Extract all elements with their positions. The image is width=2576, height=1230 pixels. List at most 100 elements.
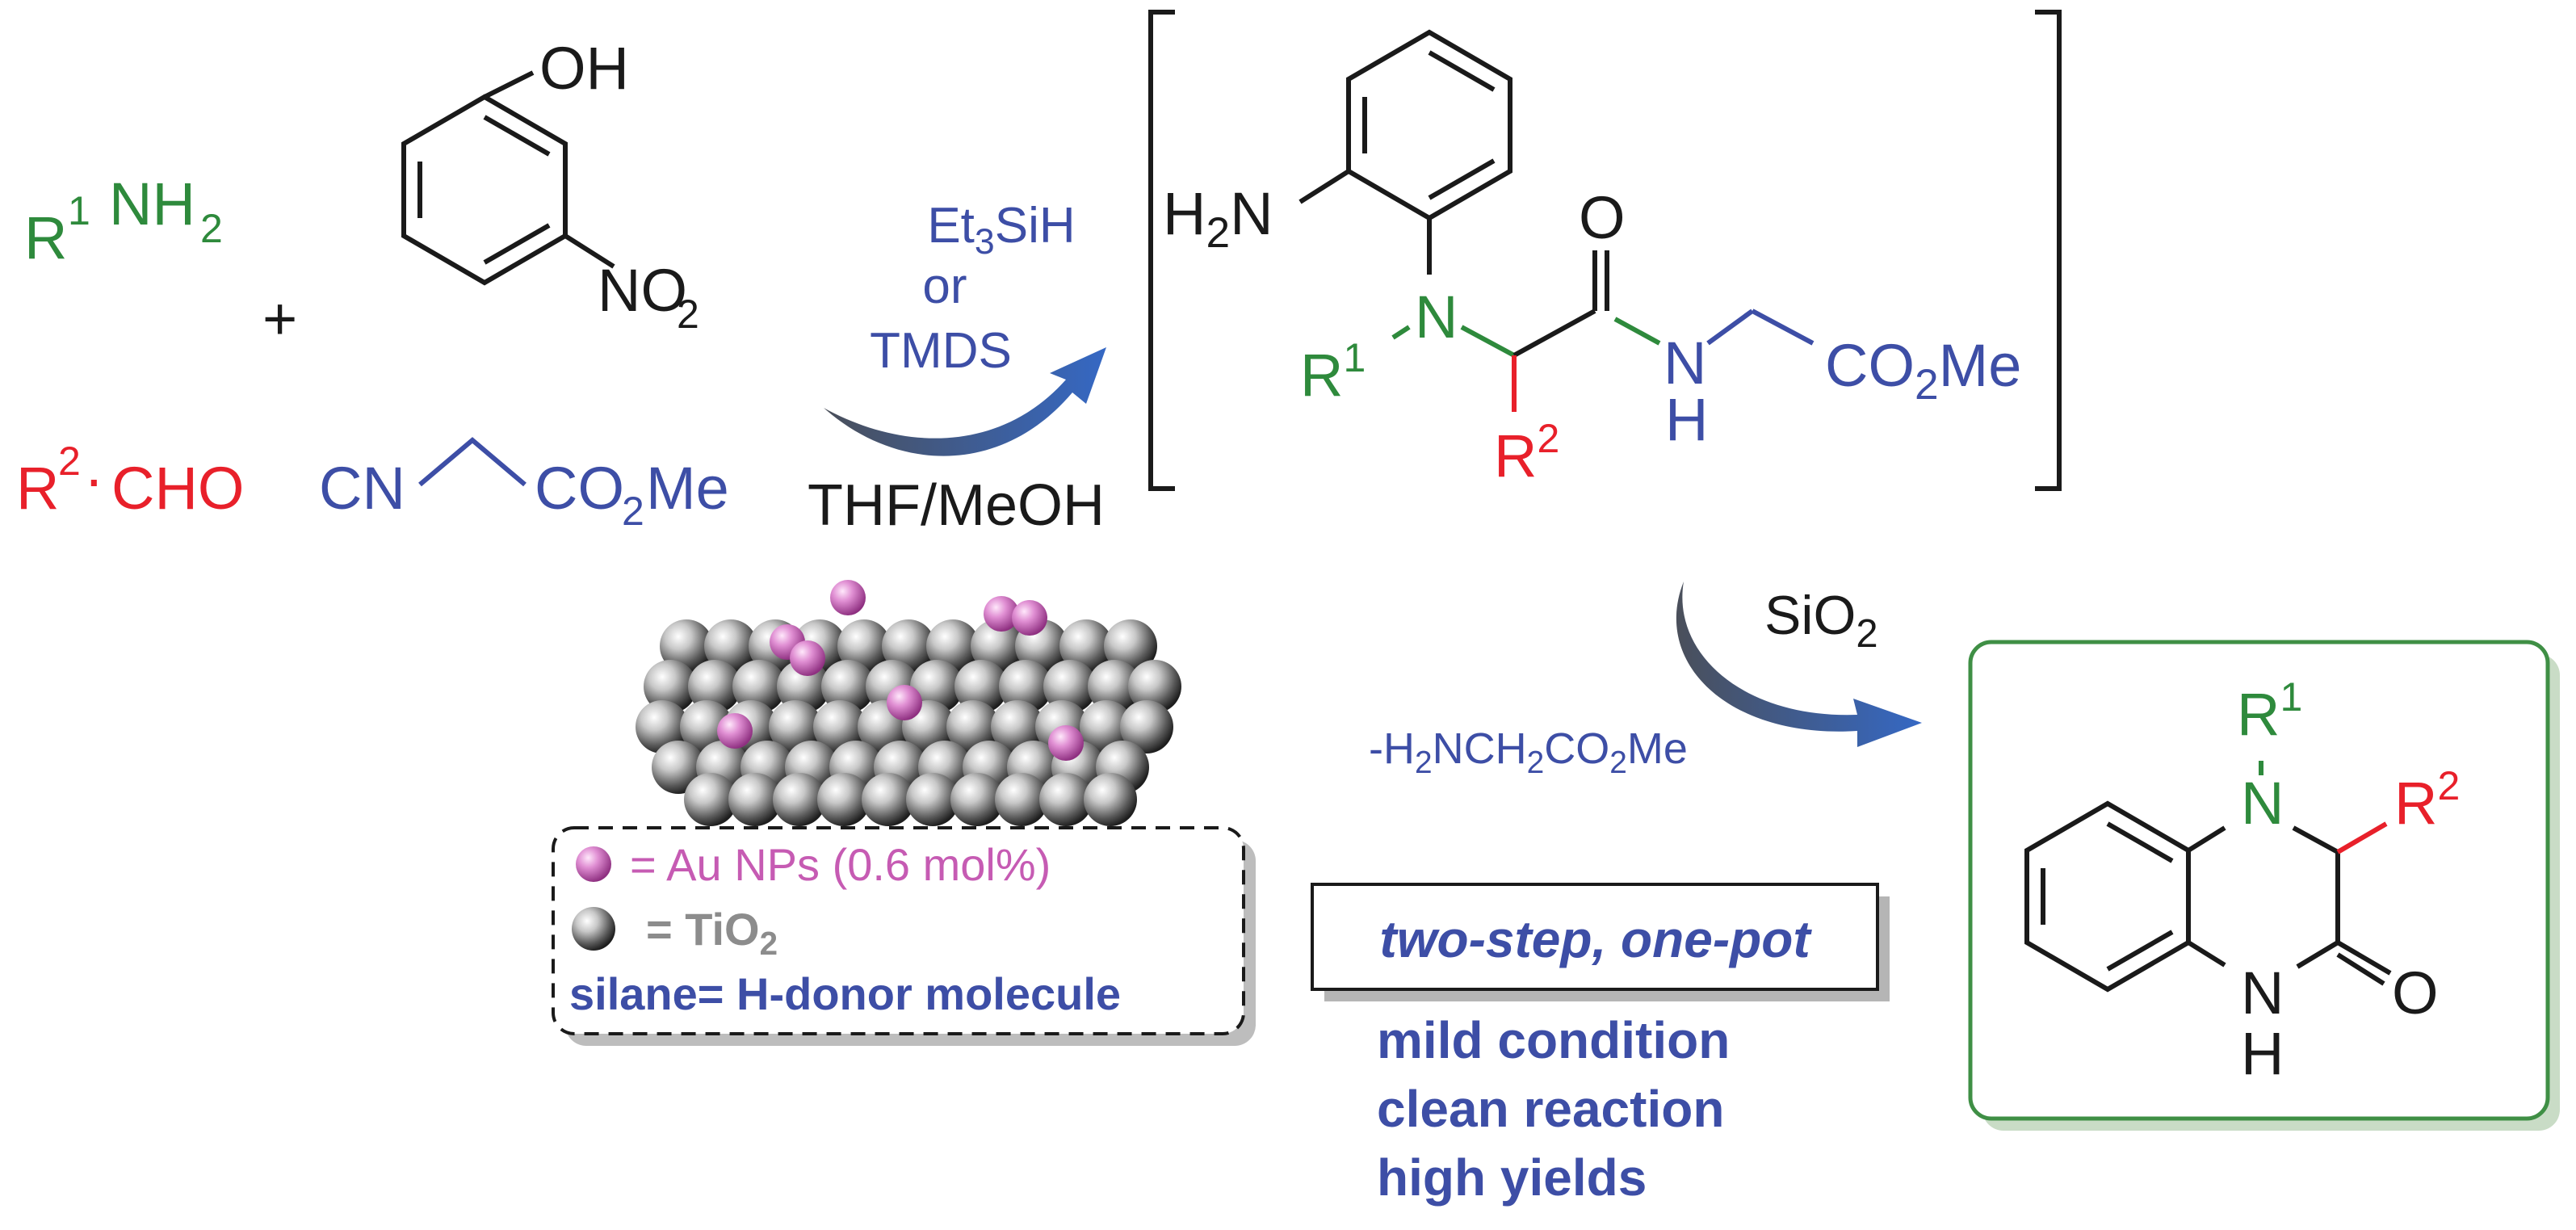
tio2-sphere-icon <box>572 907 615 951</box>
svg-text:SiO2: SiO2 <box>1764 585 1878 656</box>
intermediate-nh-h: H <box>1665 386 1708 453</box>
legend-tio2-sub: 2 <box>760 925 778 962</box>
aldehyde-reagent: R 2 · CHO <box>16 439 244 522</box>
tio2-sphere <box>1039 773 1093 826</box>
product-n1: N <box>2241 959 2284 1026</box>
tio2-sphere <box>813 700 866 754</box>
tio2-sphere <box>971 619 1024 673</box>
product-structure <box>2024 761 2392 993</box>
tio2-sphere <box>688 660 741 713</box>
tio2-sphere <box>926 619 980 673</box>
tio2-sphere <box>773 773 826 826</box>
amine-r-label: R <box>24 204 67 271</box>
tio2-sphere <box>910 660 963 713</box>
tio2-sphere <box>1080 700 1133 754</box>
nitrophenol-ring <box>401 94 568 286</box>
tio2-sphere <box>732 660 786 713</box>
tio2-sphere <box>704 619 757 673</box>
tio2-sphere <box>644 660 697 713</box>
tio2-sphere <box>991 700 1044 754</box>
tio2-sphere <box>954 660 1008 713</box>
step2-sio-sub: 2 <box>1856 612 1877 656</box>
tio2-sphere <box>1104 619 1157 673</box>
tio2-sphere <box>1084 773 1137 826</box>
svg-text:R2: R2 <box>1494 416 1559 489</box>
condition-mild: mild condition <box>1377 1011 1730 1069</box>
aldehyde-r-label: R <box>16 455 59 522</box>
isocyanide-cn: CN <box>319 455 405 522</box>
isocyanide-me: Me <box>646 455 729 522</box>
plus-sign: + <box>262 285 297 352</box>
nitrophenol-oh: OH <box>539 35 629 102</box>
tio2-sphere <box>636 700 689 754</box>
intermediate-r1: R <box>1300 342 1343 409</box>
intermediate-carbonyl-o: O <box>1579 184 1626 251</box>
intermediate-co: CO <box>1825 332 1915 399</box>
tio2-sphere <box>837 619 891 673</box>
step1-solvent: THF/MeOH <box>808 473 1105 538</box>
nitrophenol-no-sub: 2 <box>677 292 699 337</box>
au-tio2-catalyst-image <box>636 580 1181 826</box>
tio2-sphere <box>684 773 737 826</box>
au-nanoparticle <box>984 596 1019 632</box>
tio2-sphere <box>950 773 1004 826</box>
intermediate-h-sub: 2 <box>1206 209 1230 257</box>
isocyanide-co-sub: 2 <box>622 489 644 534</box>
amine-nh: NH <box>109 170 195 237</box>
step1-tmds: TMDS <box>870 323 1012 379</box>
tio2-sphere <box>882 619 935 673</box>
tio2-sphere <box>728 773 782 826</box>
step2-byproduct: -H2NCH2CO2Me <box>1369 724 1688 780</box>
aldehyde-r-sup: 2 <box>58 439 81 484</box>
intermediate-h: H <box>1163 180 1206 247</box>
tio2-sphere <box>906 773 959 826</box>
condition-yields: high yields <box>1377 1148 1647 1207</box>
aldehyde-cho: CHO <box>111 455 244 522</box>
intermediate-structure <box>1298 29 1815 412</box>
product-r2: R <box>2394 770 2437 837</box>
intermediate-n1: N <box>1415 283 1458 351</box>
conditions-box-label: two-step, one-pot <box>1379 910 1812 968</box>
step2-arrow <box>1676 581 1922 747</box>
intermediate-labels: H2N O N R1 R2 N H CO2Me <box>1163 180 2021 489</box>
au-nanoparticle <box>717 713 753 749</box>
amine-r-sup: 1 <box>68 188 90 233</box>
intermediate-r2: R <box>1494 422 1537 489</box>
isocyanide-reagent: CN CO 2 Me <box>319 437 729 534</box>
product-box <box>1968 640 2550 1121</box>
condition-clean: clean reaction <box>1377 1080 1724 1138</box>
product-o: O <box>2392 959 2439 1026</box>
tio2-sphere <box>1128 660 1181 713</box>
step1-or: or <box>922 258 967 314</box>
step1-arrow <box>824 347 1106 456</box>
tio2-sphere <box>946 700 1000 754</box>
au-nanoparticle <box>830 580 866 615</box>
legend-box <box>552 826 1245 1035</box>
tio2-sphere <box>999 660 1052 713</box>
svg-text:Et3SiH: Et3SiH <box>927 198 1075 262</box>
aldehyde-dot: · <box>84 445 104 512</box>
svg-text:H2N: H2N <box>1163 180 1273 257</box>
product-r1: R <box>2237 681 2280 748</box>
step1-conditions: Et3SiH or TMDS <box>870 198 1075 379</box>
intermediate-r1-sup: 1 <box>1343 335 1366 380</box>
intermediate-me: Me <box>1939 332 2022 399</box>
step1-sih: SiH <box>995 198 1076 254</box>
tio2-sphere <box>1043 660 1097 713</box>
intermediate-n-amine: N <box>1230 180 1273 247</box>
tio2-sphere <box>821 660 875 713</box>
amine-reagent: R 1 NH 2 <box>24 170 223 271</box>
intermediate-r2-sup: 2 <box>1537 416 1559 461</box>
nitrophenol-no: NO <box>598 257 687 324</box>
nitrophenol-structure <box>401 70 615 286</box>
svg-text:R1: R1 <box>1300 335 1366 409</box>
svg-text:= TiO2: = TiO2 <box>646 904 778 962</box>
au-nanoparticle <box>1012 600 1047 636</box>
tio2-sphere <box>862 773 915 826</box>
isocyanide-co: CO <box>535 455 624 522</box>
tio2-sphere <box>817 773 871 826</box>
legend-silane-text: silane= H-donor molecule <box>569 968 1121 1019</box>
product-h: H <box>2241 1020 2284 1087</box>
intermediate-ring <box>1346 29 1512 221</box>
